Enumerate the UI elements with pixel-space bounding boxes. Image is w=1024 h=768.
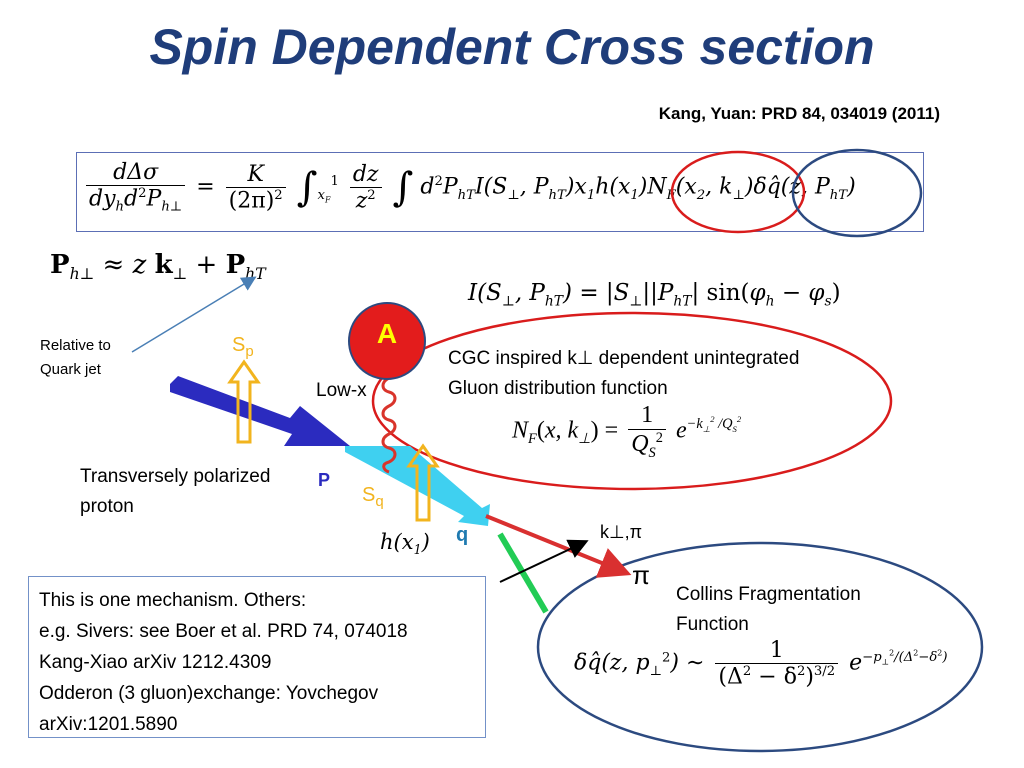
note-line: e.g. Sivers: see Boer et al. PRD 74, 074… bbox=[39, 621, 408, 642]
note-line: This is one mechanism. Others: bbox=[39, 590, 307, 611]
relative-label: Relative to Quark jet bbox=[40, 337, 111, 378]
spin-arrow-sq bbox=[406, 443, 440, 522]
proton-arrow bbox=[170, 376, 350, 446]
proton-label: Transversely polarized proton bbox=[80, 466, 271, 517]
fragment-line bbox=[497, 532, 549, 614]
pion-arrow bbox=[485, 514, 632, 578]
note-line: Odderon (3 gluon)exchange: Yovchegov bbox=[39, 683, 379, 704]
low-x-label: Low-x bbox=[316, 380, 367, 401]
nf-highlight-ellipse bbox=[670, 150, 806, 234]
note-line: Kang-Xiao arXiv 1212.4309 bbox=[39, 652, 272, 673]
sq-label: Sq bbox=[362, 484, 384, 510]
equation-box bbox=[76, 152, 924, 232]
kperp-pi-label: k⊥,π bbox=[600, 522, 643, 542]
collins-function-equation: δq̂(z, p⊥2) ∼ 1(Δ2 − δ2)3/2 e−p⊥2/(Δ2−δ2… bbox=[574, 638, 948, 690]
nucleus-label: A bbox=[376, 318, 398, 349]
dq-highlight-ellipse bbox=[791, 148, 923, 238]
pi-label: π bbox=[632, 560, 650, 590]
cgc-label: CGC inspired k⊥ dependent unintegrated G… bbox=[448, 348, 800, 399]
spin-factor-equation: I(S⊥, PhT) = |S⊥||PhT| sin(φh − φs) bbox=[468, 280, 841, 310]
quark-letter: q bbox=[456, 524, 469, 546]
kperp-arrow bbox=[499, 539, 589, 583]
slide-title: Spin Dependent Cross section bbox=[149, 19, 875, 75]
note-line: arXiv:1201.5890 bbox=[39, 714, 178, 735]
momentum-relation-equation: Ph⊥ ≈ z k⊥ + PhT bbox=[50, 250, 266, 284]
nucleus-circle bbox=[348, 302, 426, 380]
pointer-arrow bbox=[131, 276, 257, 353]
proton-letter: P bbox=[318, 470, 331, 490]
gluon-coil bbox=[381, 376, 397, 474]
collins-label: Collins Fragmentation Function bbox=[676, 584, 861, 635]
notes-box: This is one mechanism. Others: e.g. Sive… bbox=[28, 576, 486, 738]
sp-label: Sp bbox=[232, 334, 254, 360]
collins-ellipse bbox=[536, 541, 984, 753]
cgc-ellipse bbox=[371, 311, 893, 491]
h-x1-label: h(x1) bbox=[380, 530, 430, 558]
spin-arrow-sp bbox=[227, 359, 261, 444]
reference-citation: Kang, Yuan: PRD 84, 034019 (2011) bbox=[658, 104, 940, 123]
